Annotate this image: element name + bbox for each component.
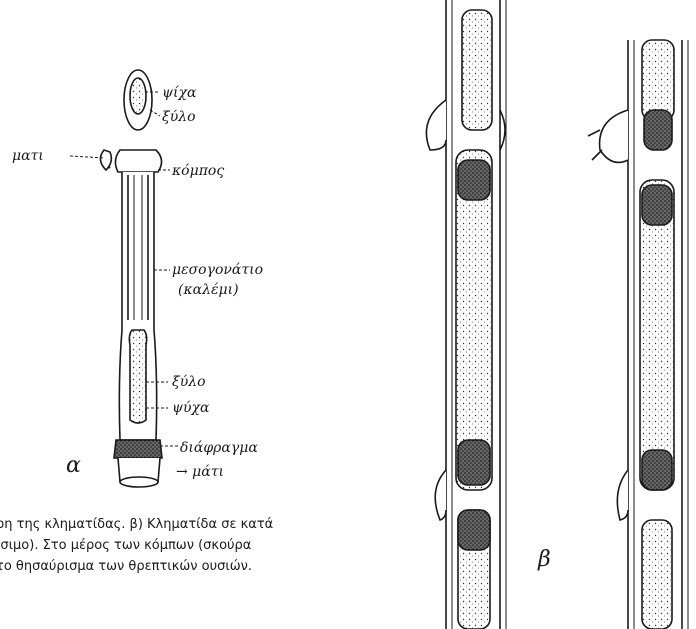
panel-letter-b: β bbox=[537, 547, 551, 572]
label-bud-left: ματι bbox=[12, 148, 44, 164]
pith-segment bbox=[640, 180, 674, 490]
pith-segment bbox=[462, 10, 492, 130]
node-dark-band bbox=[644, 110, 672, 150]
diaphragm-band bbox=[114, 440, 162, 458]
pith-segment bbox=[642, 40, 674, 120]
figure-b-cane-left bbox=[426, 0, 506, 629]
label-diaphragm: διάφραγμα bbox=[180, 440, 258, 456]
label-bud-bottom: → μάτι bbox=[176, 464, 224, 480]
figure-b-cane-right bbox=[588, 40, 688, 629]
label-internode: μεσογονάτιο bbox=[172, 262, 263, 278]
pith-top-oval bbox=[130, 78, 146, 114]
figure-a-cane bbox=[70, 70, 178, 487]
node-bulge bbox=[115, 150, 161, 172]
node-dark-band bbox=[642, 185, 672, 225]
label-wood-top: ξύλο bbox=[162, 109, 196, 125]
node-dark-band bbox=[458, 160, 490, 200]
panel-letter-a: α bbox=[66, 453, 81, 478]
label-pith-bottom: ψύχα bbox=[172, 400, 210, 416]
node-dark-band bbox=[642, 450, 672, 490]
label-pith-top: ψίχα bbox=[162, 84, 197, 101]
node-dark-band bbox=[458, 510, 490, 550]
label-wood-bottom: ξύλο bbox=[172, 374, 206, 390]
caption-line: ρη της κληματίδας. β) Κληματίδα σε κατά bbox=[0, 514, 406, 535]
node-dark-band bbox=[458, 440, 490, 485]
figure-caption: ρη της κληματίδας. β) Κληματίδα σε κατά … bbox=[0, 514, 406, 577]
label-internode-alt: (καλέμι) bbox=[178, 281, 239, 298]
pith-segment bbox=[642, 520, 672, 629]
label-node: κόμπος bbox=[171, 163, 224, 179]
pith-lower bbox=[129, 330, 146, 423]
bud-right-shape bbox=[600, 110, 628, 162]
pith-segment bbox=[456, 150, 492, 490]
caption-line: ίσιμο). Στο μέρος των κόμπων (σκούρα bbox=[0, 535, 406, 556]
caption-line: το θησαύρισμα των θρεπτικών ουσιών. bbox=[0, 556, 406, 577]
